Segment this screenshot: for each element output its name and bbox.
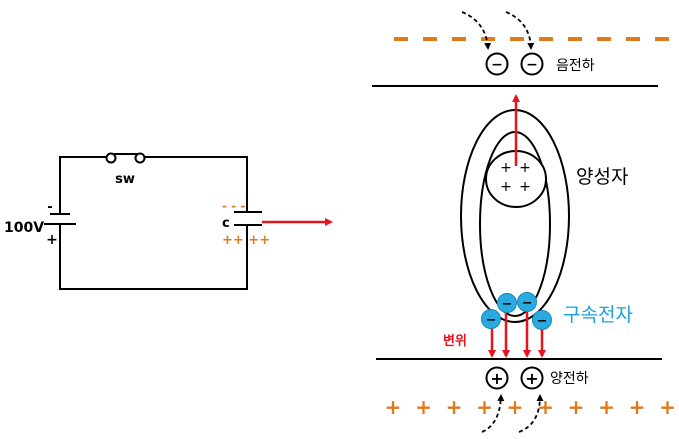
bottom-positive-charge-plus: + [659, 395, 676, 419]
incoming-arrow-2 [505, 11, 535, 50]
switch-terminal-right [134, 152, 146, 164]
battery-plus-sign: + [46, 232, 58, 248]
circuit-wire [59, 156, 248, 290]
svg-text:−: − [522, 296, 533, 311]
bottom-positive-charge-row: ++++++++++ [385, 395, 676, 419]
bottom-positive-charge-plus: + [598, 395, 615, 419]
svg-text:+: + [490, 369, 503, 388]
bottom-positive-charge-plus: + [385, 395, 402, 419]
displacement-label: 변위 [443, 334, 467, 349]
voltage-label: 100V [4, 220, 44, 236]
svg-text:−: − [491, 57, 503, 73]
svg-text:+: + [525, 369, 538, 388]
top-negative-charge-dash [452, 37, 466, 41]
bound-electron-3: − [517, 292, 537, 312]
bound-electron-2: − [497, 293, 517, 313]
top-negative-charge-dash [510, 37, 524, 41]
top-negative-charge-dash [655, 37, 669, 41]
nucleus-label: 양성자 [576, 166, 628, 188]
bottom-positive-charge-plus: + [507, 395, 524, 419]
nucleus-sign-3: + [500, 179, 512, 195]
incoming-arrow-4 [518, 394, 544, 433]
circuit: sw - + 100V c - - - ++ ++ [4, 152, 333, 290]
svg-text:−: − [526, 57, 538, 73]
positive-charge-label: 양전하 [550, 371, 589, 387]
bottom-positive-charge-plus: + [568, 395, 585, 419]
nucleus-sign-2: + [519, 160, 531, 176]
top-negative-charge-dash [597, 37, 611, 41]
bottom-positive-charge-plus: + [415, 395, 432, 419]
svg-text:−: − [486, 313, 497, 328]
negative-charge-label: 음전하 [556, 58, 595, 74]
atom-model: ++++++++++ − − 음전하 + + + + 양성자 [372, 11, 676, 433]
bound-electron-4: − [532, 310, 552, 330]
bottom-positive-charge-plus: + [629, 395, 646, 419]
positive-charge-1: + [485, 366, 509, 390]
top-negative-charge-row [394, 37, 669, 41]
top-negative-charge-dash [394, 37, 408, 41]
bound-electron-1: − [481, 309, 501, 329]
capacitor-bottom-charge: ++ ++ [222, 233, 270, 248]
switch-terminal-left [105, 152, 117, 164]
capacitor-top-charge: - - - [222, 199, 245, 213]
svg-text:−: − [537, 314, 548, 329]
bottom-positive-charge-plus: + [476, 395, 493, 419]
nucleus-sign-4: + [519, 179, 531, 195]
top-negative-charge-dash [423, 37, 437, 41]
incoming-arrow-1 [461, 11, 492, 50]
positive-charge-2: + [520, 366, 544, 390]
negative-charge-2: − [520, 52, 544, 76]
top-negative-charge-dash [539, 37, 553, 41]
negative-charge-1: − [485, 52, 509, 76]
bound-electron-label: 구속전자 [563, 304, 633, 326]
switch-label: sw [115, 172, 135, 187]
incoming-arrow-3 [481, 394, 505, 433]
top-negative-charge-dash [568, 37, 582, 41]
top-negative-charge-dash [626, 37, 640, 41]
top-negative-charge-dash [481, 37, 495, 41]
nucleus-sign-1: + [500, 160, 512, 176]
bottom-positive-charge-plus: + [446, 395, 463, 419]
capacitor-label: c [222, 216, 230, 231]
battery-minus-sign: - [47, 200, 52, 215]
svg-text:−: − [502, 297, 513, 312]
